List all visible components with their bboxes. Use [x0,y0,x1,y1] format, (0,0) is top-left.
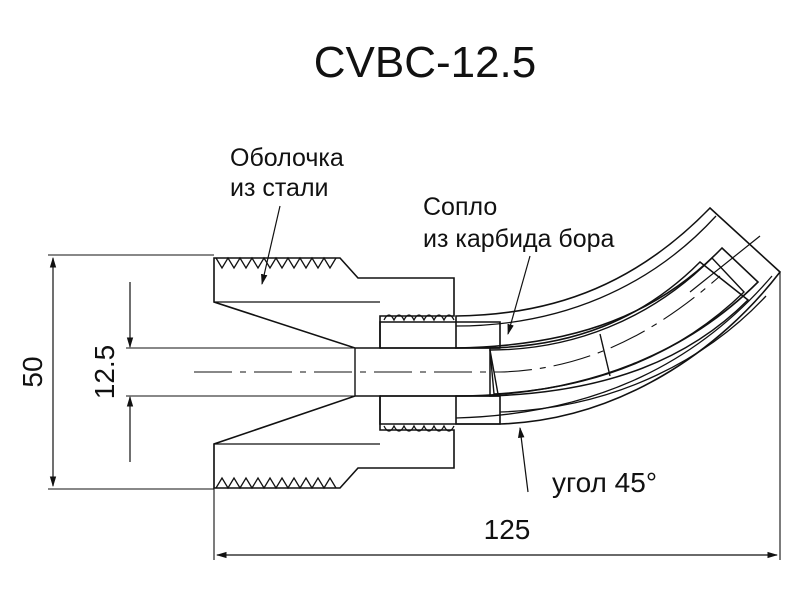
dimension-bore-diameter: 12.5 [89,282,355,462]
angle-label: угол 45° [552,467,657,498]
steel-shell [213,256,455,490]
callout-nozzle: Сопло из карбида бора [423,193,615,336]
dimension-length: 125 [213,272,781,560]
drawing-title: CVBC-12.5 [314,38,537,87]
nozzle-curved-section [455,206,782,425]
shell-label-line1: Оболочка [230,144,344,172]
nozzle-label-line2: из карбида бора [423,225,615,253]
callout-steel-shell: Оболочка из стали [230,144,344,286]
length-label: 125 [484,514,531,545]
nozzle-label-line1: Сопло [423,193,497,221]
nozzle-straight-section [354,321,501,425]
dimension-outer-diameter: 50 [17,254,214,490]
callout-angle: угол 45° [517,426,657,498]
bore-diameter-label: 12.5 [89,345,120,400]
shell-label-line2: из стали [230,174,329,202]
outer-diameter-label: 50 [17,356,48,387]
centerline [194,275,721,373]
